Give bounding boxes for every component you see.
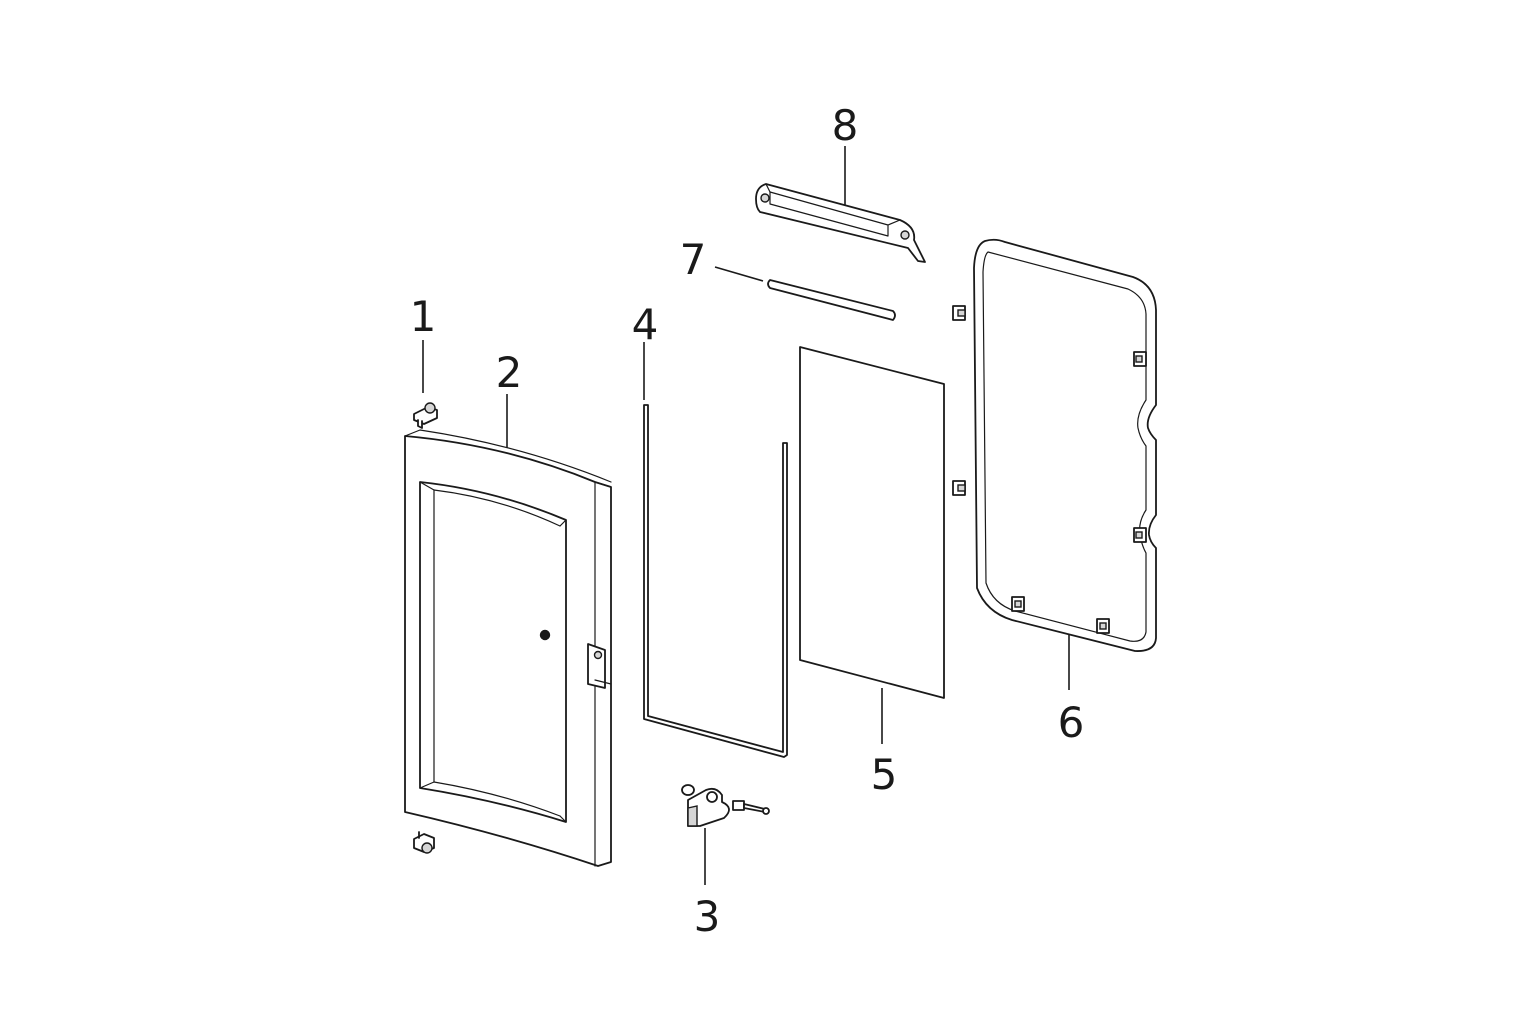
callout-7: 7: [680, 235, 707, 284]
callout-numbers: 1 2 3 4 5 6 7 8: [410, 101, 1085, 941]
part-3-latch-plate: [681, 784, 770, 827]
callout-5: 5: [871, 750, 898, 799]
part-1-hinge-clip-bottom: [413, 831, 435, 854]
frame-clip: [1133, 527, 1147, 543]
callout-4: 4: [632, 300, 659, 349]
part-1-hinge-clip-top: [413, 402, 438, 429]
leader-7: [714, 266, 764, 282]
part-7-rod: [767, 279, 896, 321]
callout-3: 3: [694, 892, 721, 941]
frame-clip: [952, 480, 966, 496]
frame-clip: [1133, 351, 1147, 367]
frame-clip: [1096, 618, 1110, 634]
leader-lines: [422, 146, 1070, 885]
part-8-top-bracket: [755, 183, 926, 263]
callout-2: 2: [496, 348, 523, 397]
callout-6: 6: [1058, 698, 1085, 747]
part-5-glass-panel: [799, 346, 945, 699]
callout-1: 1: [410, 292, 437, 341]
part-4-gasket: [643, 404, 788, 758]
frame-clip: [1011, 596, 1025, 612]
part-2-door-frame: [404, 429, 612, 867]
frame-clip: [952, 305, 966, 321]
part-6-retaining-frame: [952, 238, 1157, 652]
callout-8: 8: [832, 101, 859, 150]
